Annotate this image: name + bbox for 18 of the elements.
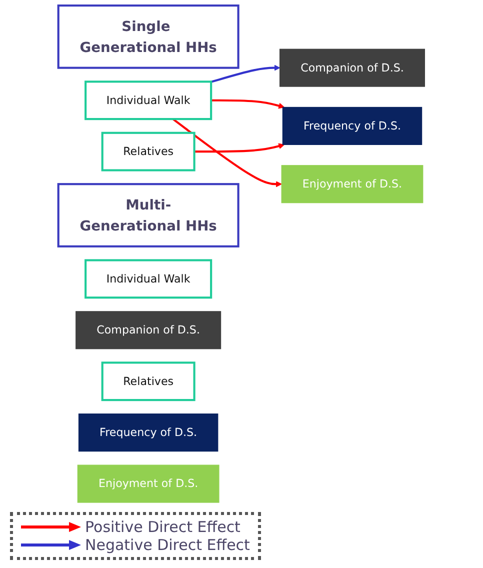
node-box: Companion of D.S.: [279, 48, 425, 87]
node-box: Individual Walk: [84, 259, 212, 299]
node-box: Frequency of D.S.: [78, 414, 218, 452]
legend-label: Negative Direct Effect: [85, 536, 250, 554]
node-box: Individual Walk: [84, 80, 212, 120]
arrow: [172, 118, 282, 188]
node-box: Relatives: [101, 132, 196, 172]
node-box: Enjoyment of D.S.: [77, 464, 220, 503]
legend-label: Positive Direct Effect: [85, 518, 240, 536]
node-box: Enjoyment of D.S.: [281, 165, 424, 204]
node-box: Frequency of D.S.: [282, 106, 422, 145]
node-box: Multi-Generational HHs: [57, 183, 240, 248]
node-box: Companion of D.S.: [76, 311, 222, 350]
arrow: [210, 64, 280, 83]
arrow: [194, 143, 285, 153]
node-box: Single Generational HHs: [57, 4, 240, 69]
node-box: Relatives: [101, 362, 196, 402]
arrow: [211, 99, 285, 109]
